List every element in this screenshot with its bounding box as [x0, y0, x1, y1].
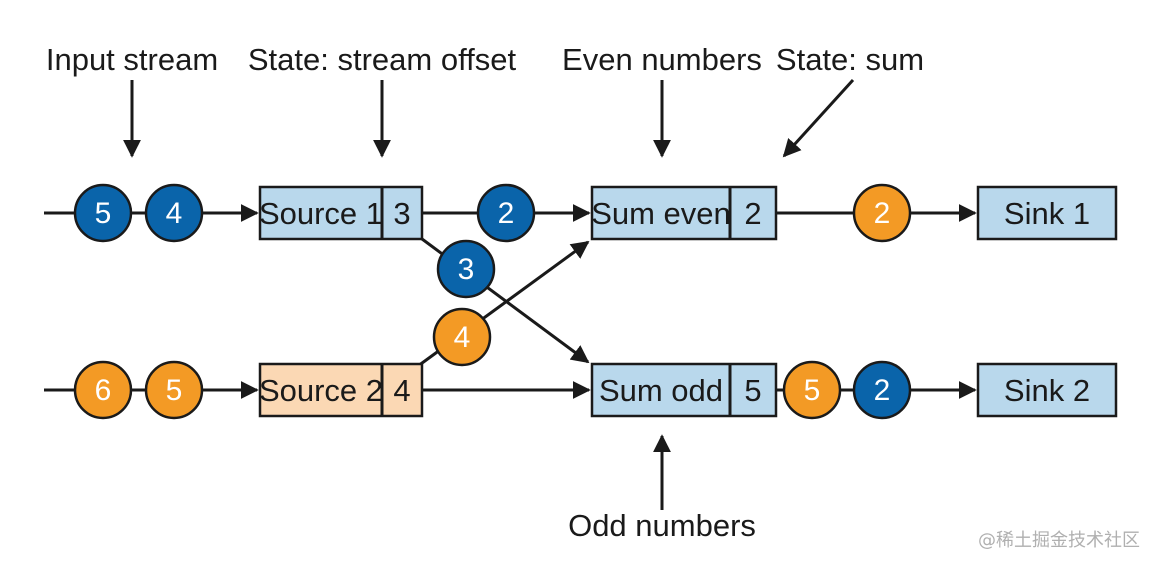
operator-sum-even: Sum even 2 — [590, 185, 778, 241]
sink1-name: Sink 1 — [1004, 196, 1090, 231]
record-token-s2-to-even: 4 — [432, 307, 492, 367]
record-token-s1-to-odd: 3 — [436, 239, 496, 299]
record-token-value: 5 — [95, 197, 112, 230]
record-token-value: 3 — [458, 253, 475, 286]
record-token-value: 4 — [454, 321, 471, 354]
record-token-value: 6 — [95, 374, 112, 407]
sum-even-name: Sum even — [591, 196, 731, 231]
record-token-s1-to-even: 2 — [476, 183, 536, 243]
operator-source2: Source 2 4 — [258, 362, 424, 418]
sink2-name: Sink 2 — [1004, 373, 1090, 408]
operator-source1: Source 1 3 — [258, 185, 424, 241]
label-state-offset: State: stream offset — [248, 42, 517, 77]
source2-name: Source 2 — [259, 373, 383, 408]
watermark-text: @稀土掘金技术社区 — [978, 530, 1140, 551]
record-token-in2-a: 6 — [73, 360, 133, 420]
source2-state: 4 — [393, 373, 410, 408]
operator-sum-odd: Sum odd 5 — [590, 362, 778, 418]
record-token-value: 4 — [166, 197, 183, 230]
record-token-in1-b: 4 — [144, 183, 204, 243]
source1-state: 3 — [393, 196, 410, 231]
sum-odd-state: 5 — [744, 373, 761, 408]
record-token-even-out: 2 — [852, 183, 912, 243]
record-token-value: 5 — [804, 374, 821, 407]
record-token-value: 2 — [874, 374, 891, 407]
record-token-value: 2 — [498, 197, 515, 230]
label-even-numbers: Even numbers — [562, 42, 762, 77]
record-token-odd-out-a: 5 — [782, 360, 842, 420]
record-token-in1-a: 5 — [73, 183, 133, 243]
record-token-in2-b: 5 — [144, 360, 204, 420]
record-token-value: 2 — [874, 197, 891, 230]
label-input-stream: Input stream — [46, 42, 218, 77]
record-token-value: 5 — [166, 374, 183, 407]
arrow-state-sum — [782, 78, 855, 158]
record-token-odd-out-b: 2 — [852, 360, 912, 420]
operator-sink2: Sink 2 — [976, 362, 1118, 418]
operator-sink1: Sink 1 — [976, 185, 1118, 241]
sum-even-state: 2 — [744, 196, 761, 231]
label-odd-numbers: Odd numbers — [568, 508, 756, 543]
source1-name: Source 1 — [259, 196, 383, 231]
sum-odd-name: Sum odd — [599, 373, 723, 408]
label-state-sum: State: sum — [776, 42, 924, 77]
